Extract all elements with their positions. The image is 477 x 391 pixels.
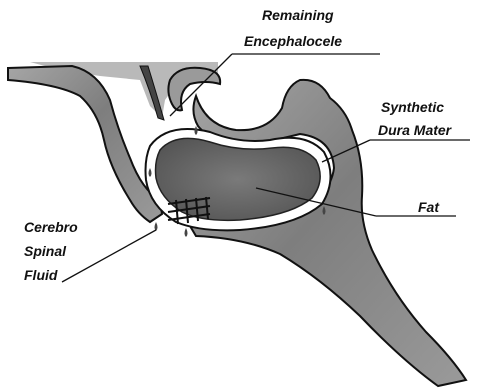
label-remaining-line1: Remaining xyxy=(262,7,334,23)
fat-graft xyxy=(156,138,321,220)
label-dura-line2: Dura Mater xyxy=(378,122,453,138)
label-csf-line2: Spinal xyxy=(24,243,67,259)
left-bone xyxy=(8,66,162,222)
label-fat: Fat xyxy=(418,199,440,215)
leader-csf xyxy=(62,230,156,282)
label-csf-line1: Cerebro xyxy=(24,219,78,235)
label-remaining-line2: Encephalocele xyxy=(244,33,342,49)
label-dura-line1: Synthetic xyxy=(381,99,444,115)
label-csf-line3: Fluid xyxy=(24,267,58,283)
